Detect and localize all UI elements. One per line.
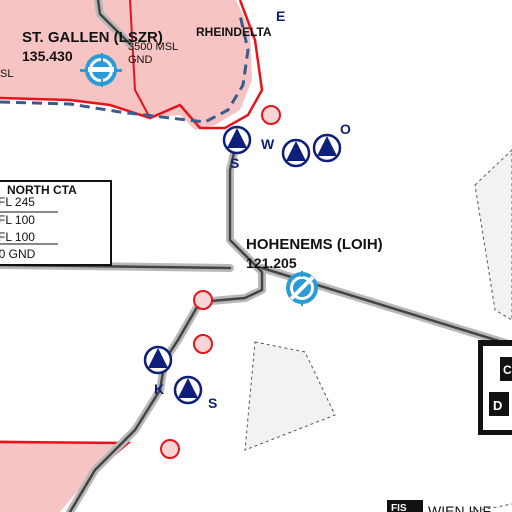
area-polygon-right xyxy=(474,149,512,321)
fis-tag-background xyxy=(387,500,423,512)
north-cta-label: NORTH CTA xyxy=(7,183,77,197)
restricted-area-top xyxy=(0,0,252,130)
reporting-point-triangle-icon[interactable] xyxy=(143,345,173,375)
rheindelta-border xyxy=(129,0,151,119)
reporting-point-s-top: S xyxy=(230,155,239,171)
reporting-point-e: E xyxy=(276,8,285,24)
reporting-point-triangle-icon[interactable] xyxy=(281,138,311,168)
reporting-point-triangle-icon[interactable] xyxy=(173,375,203,405)
red-circle-icon xyxy=(160,105,281,459)
reporting-point-s-bottom: S xyxy=(208,395,217,411)
rheindelta-label: RHEINDELTA xyxy=(196,25,272,39)
area-polygon-center xyxy=(244,341,336,451)
airport-symbol-icon[interactable] xyxy=(80,53,122,87)
box-label-d: D xyxy=(493,398,502,413)
north-cta-row-3: FL 100 xyxy=(0,230,35,244)
checkered-box xyxy=(478,340,512,435)
reporting-point-triangle-icon[interactable] xyxy=(312,133,342,163)
hohenems-frequency: 121.205 xyxy=(246,255,297,271)
ctr-dashed-boundary xyxy=(0,14,250,124)
reporting-point-o: O xyxy=(340,121,351,137)
st-gallen-name: ST. GALLEN (LSZR) xyxy=(22,29,163,46)
rheindelta-upper: 3500 MSL xyxy=(128,41,178,53)
hohenems-name: HOHENEMS (LOIH) xyxy=(246,236,383,253)
rheindelta-lower: GND xyxy=(128,54,153,66)
region-boundary-dashed xyxy=(469,503,512,512)
north-cta-row-1: FL 245 xyxy=(0,195,35,209)
reporting-point-triangle-icon[interactable] xyxy=(222,125,252,155)
st-gallen-frequency: 135.430 xyxy=(22,48,73,64)
left-altitude-fragment: SL xyxy=(0,68,13,80)
fis-tag: FIS xyxy=(391,503,407,512)
restricted-area-border xyxy=(0,0,264,130)
north-cta-box xyxy=(0,180,112,266)
north-cta-row-4: 00 GND xyxy=(0,247,36,261)
reporting-point-k: K xyxy=(154,381,164,397)
fis-region-label: WIEN INF xyxy=(428,503,491,512)
airport-symbol-icon[interactable] xyxy=(286,271,318,306)
box-label-c: C xyxy=(503,363,512,377)
reporting-point-w: W xyxy=(261,136,275,152)
north-cta-row-2: FL 100 xyxy=(0,213,35,227)
route-segment-north xyxy=(96,0,132,46)
restricted-area-bottom xyxy=(0,440,128,512)
